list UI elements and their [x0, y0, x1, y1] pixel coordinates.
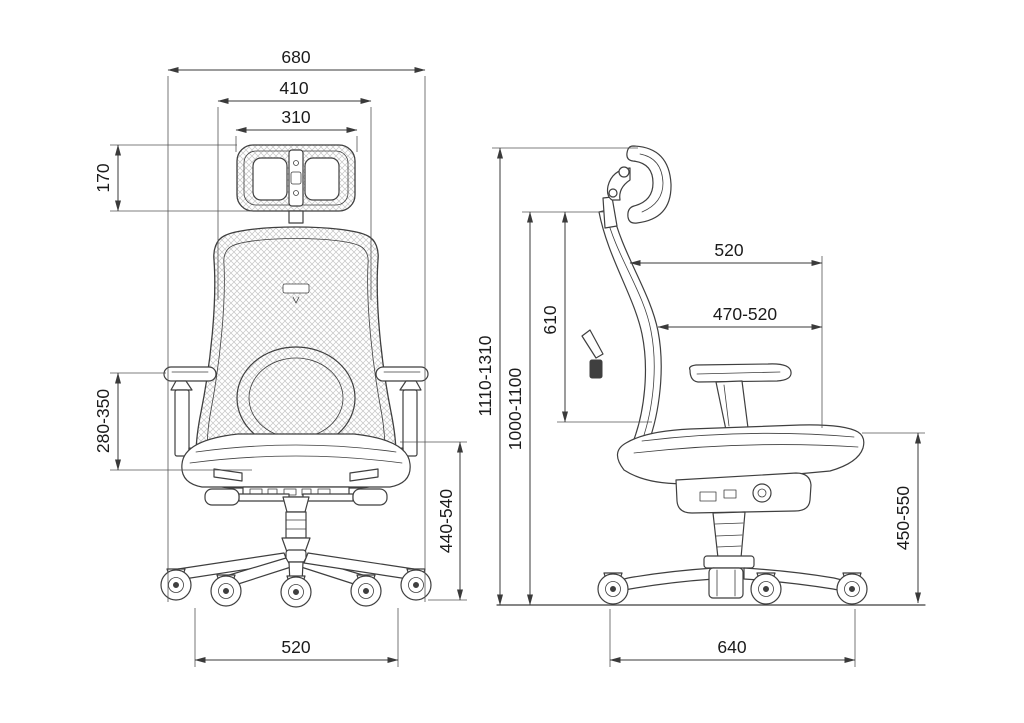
dim-headrest-width-label: 310 [281, 107, 310, 127]
front-gas-lift [285, 511, 307, 539]
front-headrest-bolt-bottom [293, 190, 299, 196]
dim-seat-height-front-label: 440-540 [436, 489, 456, 553]
side-headrest-stem [602, 196, 618, 229]
side-lumbar-knob [589, 359, 603, 379]
dim-seat-height-side: 450-550 [893, 432, 921, 604]
front-adjust-arrow [292, 296, 300, 304]
side-mech-box [675, 472, 812, 514]
side-armrest-pad-line [696, 371, 781, 375]
front-headrest-divider [288, 149, 304, 207]
dim-height-to-back-top: 1000-1100 [505, 211, 533, 606]
side-seat-contour-1 [641, 432, 855, 442]
dim-headrest-height: 170 [93, 144, 121, 212]
side-mech-knob [752, 483, 772, 503]
side-view-dimensions: 1110-1310 1000-1100 610 520 470-520 450-… [475, 147, 925, 667]
front-casters [160, 568, 432, 608]
front-headrest-panel-left [252, 157, 288, 201]
dim-seat-depth-label: 470-520 [713, 304, 777, 324]
front-lift-cone-top [282, 496, 310, 513]
side-mech-detail [723, 489, 737, 499]
dim-backrest-top-width-label: 410 [279, 78, 308, 98]
front-view-chair [160, 144, 432, 608]
front-headrest-panel-right [304, 157, 340, 201]
dim-base-depth-label: 640 [717, 637, 746, 657]
side-headrest-inner-arc [639, 153, 664, 213]
front-rod-right [302, 493, 354, 502]
dim-seat-height-front: 440-540 [436, 441, 463, 601]
front-armrest-post-right [402, 389, 418, 457]
side-mech-detail [699, 491, 717, 502]
dim-backrest-height-label: 610 [540, 305, 560, 334]
side-lift-line [714, 522, 744, 525]
dim-base-width-label: 520 [281, 637, 310, 657]
dim-headrest-width: 310 [235, 107, 358, 133]
side-lift-line [715, 534, 743, 537]
dim-overall-width-label: 680 [281, 47, 310, 67]
side-lift-line [716, 545, 742, 548]
front-headrest-slider [290, 171, 302, 185]
dim-back-to-seat-front: 520 [629, 240, 823, 266]
front-armrest-bracket-right [399, 380, 422, 391]
dim-armrest-height: 280-350 [93, 372, 121, 471]
side-headrest-pivot-bottom [608, 188, 618, 198]
front-headrest-adjust-bracket [282, 283, 310, 294]
front-view-dimensions: 680 410 310 170 280-350 440-540 520 [93, 47, 467, 667]
front-seat-contour-2 [189, 455, 403, 464]
front-armrest-post-left [174, 389, 190, 457]
front-armrest-pad-left [163, 366, 217, 382]
side-seat-contour-2 [633, 444, 859, 454]
side-casters [597, 572, 868, 605]
dim-overall-height-label: 1110-1310 [475, 335, 495, 416]
front-rod-left [238, 493, 290, 502]
dim-base-depth: 640 [609, 637, 856, 663]
dim-backrest-height: 610 [540, 211, 568, 423]
side-mech-knob-inner [757, 488, 767, 498]
front-seat [181, 433, 411, 488]
front-base-hub [285, 549, 307, 563]
front-lever-left [213, 468, 243, 482]
side-lumbar-lever [581, 329, 604, 359]
dim-headrest-height-label: 170 [93, 163, 113, 192]
front-headrest-bolt-top [293, 160, 299, 166]
side-armrest-post [715, 380, 749, 431]
side-headrest-pivot-top [618, 166, 630, 178]
front-seat-contour-1 [195, 444, 397, 453]
dim-height-to-back-top-label: 1000-1100 [505, 368, 525, 451]
dim-seat-depth: 470-520 [657, 304, 823, 330]
front-mech-detail [283, 488, 297, 496]
dim-back-to-seat-front-label: 520 [714, 240, 743, 260]
front-armrest-bracket-left [170, 380, 193, 391]
front-headrest-stem [288, 210, 304, 224]
side-base-leg-near [708, 567, 744, 599]
side-base-hub [703, 555, 755, 569]
side-view-chair [496, 145, 926, 606]
dim-base-width: 520 [194, 637, 399, 663]
dim-backrest-top-width: 410 [217, 78, 372, 104]
dim-armrest-height-label: 280-350 [93, 389, 113, 453]
side-spine-inner-line [605, 213, 655, 442]
front-lever-right [349, 468, 379, 482]
side-armrest-post-line [723, 384, 730, 427]
dim-seat-height-side-label: 450-550 [893, 486, 913, 550]
side-headrest [626, 145, 672, 224]
front-armrest-pad-right [375, 366, 429, 382]
dim-overall-width: 680 [167, 47, 426, 73]
front-rod-cap-right [352, 488, 388, 506]
front-rod-cap-left [204, 488, 240, 506]
dim-overall-height: 1110-1310 [475, 147, 503, 606]
